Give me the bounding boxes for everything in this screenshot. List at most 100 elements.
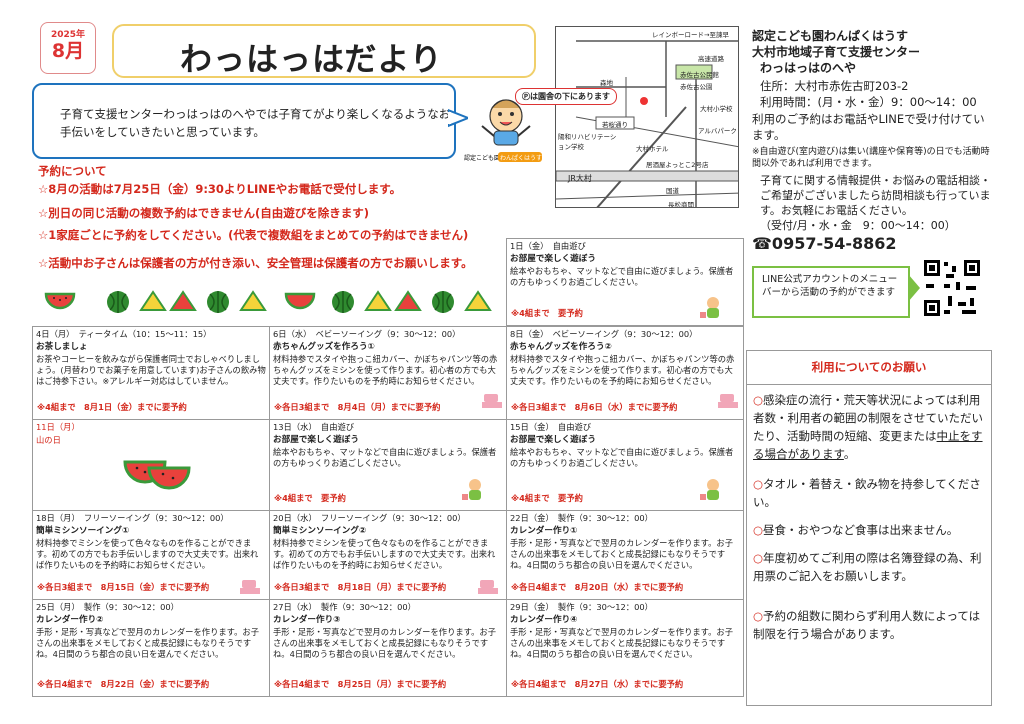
holiday-name: 山の日 (36, 435, 61, 445)
cell-date: 1日（金） 自由遊び (510, 241, 586, 251)
calendar-cell: 13日（水） 自由遊び お部屋で楽しく遊ぼう 絵本やおもちゃ、マットなどで自由に… (269, 419, 507, 511)
map-parking-callout: Ⓟは園舎の下にあります (515, 88, 617, 105)
cell-date: 22日（金） 製作（9：30～12：00） (510, 513, 653, 523)
title-box: わっはっはだより (112, 24, 536, 78)
cell-reserve: ※各日3組まで 8月15日（金）までに要予約 (37, 582, 210, 592)
map-label-morichi: 森地 (600, 79, 613, 87)
cell-title: 簡単ミシンソーイング① (36, 526, 130, 536)
cell-desc: 材料持参でスタイや抱っこ紐カバー、かぼちゃパンツ等の赤ちゃんグッズをミシンを使っ… (510, 354, 735, 386)
cell-title: 赤ちゃんグッズを作ろう① (273, 342, 375, 352)
cell-reserve: ※4組まで 要予約 (511, 308, 583, 318)
cell-reserve: ※4組まで 要予約 (511, 493, 583, 503)
info-address: 住所：大村市赤佐古町203-2 (760, 79, 909, 93)
intro-bubble: 子育て支援センターわっはっはのへやでは子育てがより楽しくなるようなお 手伝いをし… (32, 83, 456, 159)
cell-desc: 手形・足形・写真などで翌月のカレンダーを作ります。お子さんの出来事をメモしておく… (273, 627, 497, 659)
cell-title: お部屋で楽しく遊ぼう (273, 435, 359, 445)
cell-title: お茶しましょ (36, 342, 88, 352)
calendar-cell: 1日（金） 自由遊び お部屋で楽しく遊ぼう 絵本やおもちゃ、マットなどで自由に遊… (506, 238, 744, 326)
intro-line-2: 手伝いをしていきたいと思っています。 (60, 125, 265, 139)
cell-date: 29日（金） 製作（9：30～12：00） (510, 602, 653, 612)
cell-date: 4日（月） ティータイム（10：15～11：15） (36, 329, 212, 339)
line-arrow-icon (908, 274, 920, 302)
watermelon-icon (123, 460, 191, 490)
page-title: わっはっはだより (180, 40, 443, 78)
info-consult-hours: （受付/月・水・金 9：00～14：00） (760, 219, 956, 232)
calendar-cell: 4日（月） ティータイム（10：15～11：15） お茶しましょ お茶やコーヒー… (32, 326, 270, 420)
sewing-machine-icon (478, 580, 498, 594)
map-label-community: 赤佐古公民館 (680, 71, 719, 79)
map-label-route: 国道 (666, 187, 679, 195)
notice-4: ☆活動中お子さんは保護者の方が付き添い、安全管理は保護者の方でお願いします。 (38, 256, 473, 270)
map-label-albapark: アルバパーク (698, 127, 737, 135)
sewing-machine-icon (240, 580, 260, 594)
cell-reserve: ※4組まで 8月1日（金）までに要予約 (37, 402, 187, 412)
map-label-wakasa: 若桜通り (602, 121, 628, 129)
intro-line-1: 子育て支援センターわっはっはのへやでは子育てがより楽しくなるようなお (60, 107, 451, 121)
issue-year: 2025年 (50, 30, 86, 40)
cell-date: 13日（水） 自由遊び (273, 422, 355, 432)
cell-date: 20日（水） フリーソーイング（9：30～12：00） (273, 513, 466, 523)
center-info: 認定こども園わんぱくはうす 大村市地域子育て支援センター わっはっはのへや 住所… (752, 28, 992, 252)
calendar-cell: 20日（水） フリーソーイング（9：30～12：00） 簡単ミシンソーイング② … (269, 510, 507, 600)
sewing-machine-icon (718, 394, 738, 408)
issue-month: 8月 (51, 40, 85, 62)
map-label-jr: JR大村 (568, 174, 592, 183)
map-label-rainbow: レインボーロード (652, 31, 704, 39)
cell-desc: 手形・足形・写真などで翌月のカレンダーを作ります。お子さんの出来事をメモしておく… (510, 538, 734, 570)
cell-title: 赤ちゃんグッズを作ろう② (510, 342, 612, 352)
cell-desc: お茶やコーヒーを飲みながら保護者同士でおしゃべりしましょう。(月替わりでお菓子を… (36, 354, 266, 386)
info-reserve: 利用のご予約はお電話やLINEで受け付けています。 (752, 112, 985, 142)
access-map: レインボーロード →至諫早 高速道路 森地 赤佐古公民館 赤佐古公園 大村小学校… (555, 26, 739, 208)
cell-desc: 手形・足形・写真などで翌月のカレンダーを作ります。お子さんの出来事をメモしておく… (510, 627, 734, 659)
cell-title: カレンダー作り④ (510, 615, 578, 625)
qr-code-icon[interactable] (922, 258, 982, 318)
map-label-izakaya: 居酒屋よっとこ2号店 (646, 161, 709, 169)
map-label-shop: 長松商開 (668, 201, 694, 208)
cell-date: 11日（月） (36, 422, 80, 432)
requests-title: 利用についてのお願い (747, 351, 991, 385)
child-playing-icon (462, 479, 481, 500)
cell-date: 15日（金） 自由遊び (510, 422, 592, 432)
request-item: ○年度初めてご利用の際は名簿登録の為、利用票のご記入をお願いします。 (753, 551, 982, 583)
cell-desc: 絵本やおもちゃ、マットなどで自由に遊びましょう。保護者の方もゆっくりお過ごしくだ… (510, 266, 734, 287)
notice-1: ☆8月の活動は7月25日（金）9:30よりLINEやお電話で受付します。 (38, 182, 402, 196)
cell-reserve: ※各日3組まで 8月18日（月）までに要予約 (274, 582, 447, 592)
cell-date: 18日（月） フリーソーイング（9：30～12：00） (36, 513, 229, 523)
mascot-caption-2: わんぱくはうす (500, 155, 542, 162)
cell-reserve: ※4組まで 要予約 (274, 493, 346, 503)
line-account-box[interactable]: LINE公式アカウントのメニューバーから活動の予約ができます (752, 266, 910, 318)
request-item: ○予約の組数に関わらず利用人数によっては制限を行う場合があります。 (753, 609, 981, 641)
request-item: ○昼食・おやつなど食事は出来ません。 (753, 523, 959, 537)
cell-date: 6日（水） ベビーソーイング（9：30～12：00） (273, 329, 461, 339)
cell-title: カレンダー作り② (36, 615, 104, 625)
cell-title: お部屋で楽しく遊ぼう (510, 435, 596, 445)
calendar-cell: 29日（金） 製作（9：30～12：00） カレンダー作り④ 手形・足形・写真な… (506, 599, 744, 697)
fruit-decoration (44, 290, 492, 313)
map-label-hotel: 大村ホテル (636, 145, 669, 153)
info-name-1: 認定こども園わんぱくはうす (752, 29, 909, 43)
map-roads (556, 40, 738, 207)
notice-3: ☆1家庭ごとに予約をしてください。(代表で複数組をまとめての予約はできません) (38, 228, 469, 242)
map-label-park: 赤佐古公園 (680, 83, 713, 91)
notice-title: 予約について (38, 164, 107, 178)
cell-date: 25日（月） 製作（9：30～12：00） (36, 602, 179, 612)
cell-date: 8日（金） ベビーソーイング（9：30～12：00） (510, 329, 698, 339)
mascot-logo: 認定こども園 わんぱくはうす (464, 99, 542, 162)
cell-reserve: ※各日4組まで 8月25日（月）までに要予約 (274, 679, 447, 689)
cell-reserve: ※各日4組まで 8月22日（金）までに要予約 (37, 679, 210, 689)
map-label-school: 大村小学校 (700, 105, 733, 113)
info-consult: 子育てに関する情報提供・お悩みの電話相談・ご希望がございましたら訪問相談も行って… (760, 174, 991, 217)
child-playing-icon (700, 297, 719, 318)
cell-reserve: ※各日3組まで 8月6日（水）までに要予約 (511, 402, 678, 412)
cell-title: お部屋で楽しく遊ぼう (510, 254, 596, 264)
child-playing-icon (700, 479, 719, 500)
map-label-rehab: 陽和リハビリテーション学校 (558, 133, 617, 151)
issue-date-box: 2025年 8月 (40, 22, 96, 74)
usage-requests: 利用についてのお願い ○感染症の流行・荒天等状況によっては利用者数・利用者の範囲… (746, 350, 992, 706)
info-phone[interactable]: ☎0957-54-8862 (752, 234, 897, 253)
map-label-isahaya: →至諫早 (704, 31, 729, 39)
calendar-cell: 25日（月） 製作（9：30～12：00） カレンダー作り② 手形・足形・写真な… (32, 599, 270, 697)
cell-desc: 絵本やおもちゃ、マットなどで自由に遊びましょう。保護者の方もゆっくりお過ごしくだ… (273, 447, 497, 468)
cell-desc: 材料持参でミシンを使って色々なものを作ることができます。初めての方でもお手伝いし… (36, 538, 259, 570)
map-label-highway: 高速道路 (698, 55, 724, 63)
